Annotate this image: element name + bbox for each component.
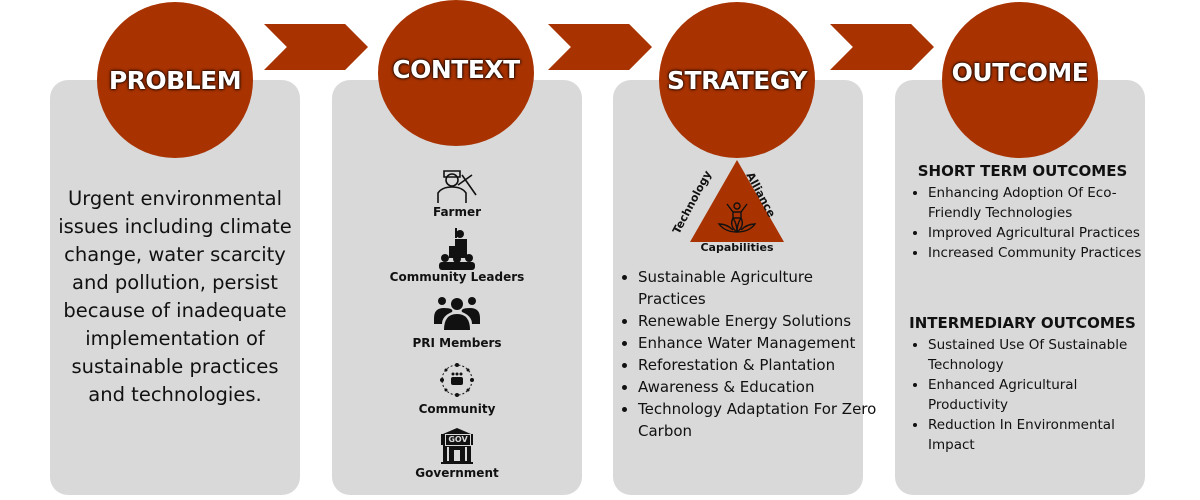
context-label: PRI Members — [412, 336, 502, 350]
arrow-chevron — [830, 24, 934, 70]
context-item-farmer: Farmer — [332, 165, 582, 219]
government-building-icon: GOV — [439, 428, 475, 464]
strategy-item: Technology Adaptation For Zero Carbon — [638, 398, 878, 442]
strategy-item: Renewable Energy Solutions — [638, 310, 878, 332]
context-item-government: GOV Government — [332, 428, 582, 480]
strategy-item: Awareness & Education — [638, 376, 878, 398]
context-item-pri-members: PRI Members — [332, 294, 582, 350]
outcome-item: Enhancing Adoption Of Eco-Friendly Techn… — [928, 183, 1145, 223]
strategy-item: Enhance Water Management — [638, 332, 878, 354]
context-panel — [332, 80, 582, 495]
outcome-item: Improved Agricultural Practices — [928, 223, 1145, 243]
strategy-item: Sustainable Agriculture Practices — [638, 266, 878, 310]
context-label: Community Leaders — [389, 270, 525, 284]
outcome-item: Enhanced Agricultural Productivity — [928, 375, 1145, 415]
context-label: Farmer — [432, 205, 482, 219]
problem-statement: Urgent environmental issues including cl… — [58, 187, 292, 406]
stage-problem: PROBLEM — [97, 2, 253, 158]
triangle-label-capabilities: Capabilities — [700, 241, 774, 254]
strategy-list: Sustainable Agriculture Practices Renewa… — [620, 266, 878, 442]
context-item-community-leaders: Community Leaders — [332, 226, 582, 284]
stage-context-label: CONTEXT — [392, 55, 520, 84]
lotus-person-icon — [717, 202, 757, 233]
group-icon — [434, 297, 480, 330]
farmer-icon — [437, 170, 477, 203]
community-network-icon — [440, 363, 474, 397]
context-label: Government — [415, 466, 499, 480]
short-term-outcomes: SHORT TERM OUTCOMES Enhancing Adoption O… — [900, 161, 1145, 263]
outcome-item: Sustained Use Of Sustainable Technology — [928, 335, 1145, 375]
context-item-community: Community — [332, 362, 582, 416]
stage-context: CONTEXT — [378, 0, 534, 146]
arrow-chevron — [264, 24, 368, 70]
gov-badge: GOV — [445, 434, 471, 446]
short-term-title: SHORT TERM OUTCOMES — [917, 162, 1128, 180]
context-label: Community — [418, 402, 496, 416]
intermediary-outcomes: INTERMEDIARY OUTCOMES Sustained Use Of S… — [900, 313, 1145, 455]
stage-strategy: STRATEGY — [659, 2, 815, 158]
leader-podium-icon — [439, 228, 475, 270]
arrow-chevron — [548, 24, 652, 70]
intermediary-title: INTERMEDIARY OUTCOMES — [909, 314, 1136, 332]
outcome-item: Increased Community Practices — [928, 243, 1145, 263]
stage-outcome-label: OUTCOME — [951, 58, 1089, 87]
strategy-item: Reforestation & Plantation — [638, 354, 878, 376]
stage-outcome: OUTCOME — [942, 2, 1098, 158]
outcome-item: Reduction In Environmental Impact — [928, 415, 1145, 455]
